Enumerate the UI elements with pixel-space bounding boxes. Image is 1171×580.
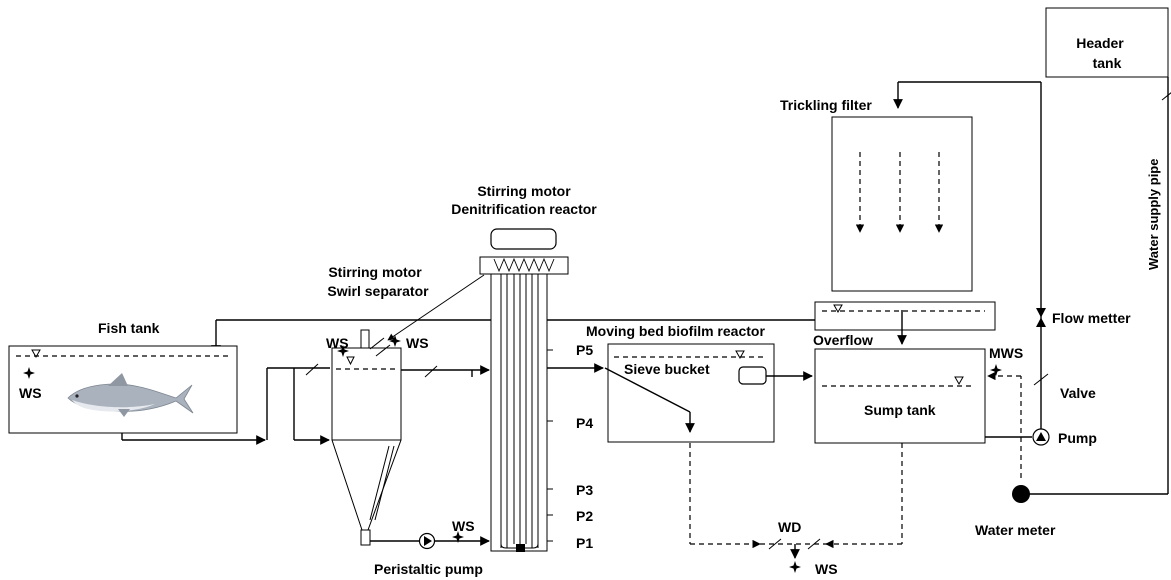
supply-pipe-tick <box>1162 92 1171 100</box>
sieve-bucket-label: Sieve bucket <box>624 361 710 377</box>
trickling-filter <box>832 117 972 291</box>
swirl-top-diagonal <box>370 338 384 349</box>
peristaltic-pump-icon <box>420 534 435 549</box>
ws-peristaltic-label: WS <box>452 518 475 534</box>
mws-label: MWS <box>989 345 1023 361</box>
denitrification-reactor <box>491 274 547 551</box>
pump-icon <box>1033 429 1049 445</box>
denit-stirring-motor <box>491 229 556 249</box>
wd-label: WD <box>778 519 801 535</box>
flow-meter-icon <box>1036 308 1046 327</box>
port-p5-label: P5 <box>576 342 593 358</box>
denitrification-reactor-label: Denitrification reactor <box>451 201 597 217</box>
swirl-outlet-valve <box>425 366 437 377</box>
overflow-label: Overflow <box>813 332 873 348</box>
sample-star-icon <box>990 364 1002 376</box>
moving-bed-biofilm-reactor <box>608 344 774 442</box>
ws-bottom-label: WS <box>815 561 838 577</box>
port-p4-label: P4 <box>576 415 593 431</box>
fish-tank-label: Fish tank <box>98 320 160 336</box>
sump-tank-label: Sump tank <box>864 402 936 418</box>
flow-meter-label: Flow metter <box>1052 310 1131 326</box>
sump-tank <box>815 349 985 443</box>
sample-star-icon <box>789 561 801 573</box>
water-meter-icon <box>1012 485 1030 503</box>
reactor-magnet <box>516 544 525 552</box>
trickling-filter-label: Trickling filter <box>780 97 872 113</box>
mbbr-label: Moving bed biofilm reactor <box>586 323 765 339</box>
water-supply-pipe-label: Water supply pipe <box>1146 159 1161 270</box>
swirl-feed-valve <box>306 364 318 375</box>
sieve-bucket <box>739 367 766 384</box>
swirl-separator <box>332 348 401 530</box>
stirring-motor-denit-label: Stirring motor <box>477 183 571 199</box>
header-tank-label-1: Header <box>1076 35 1124 51</box>
ws-swirl-left-label: WS <box>326 335 349 351</box>
port-p2-label: P2 <box>576 508 593 524</box>
swirl-separator-label: Swirl separator <box>327 283 429 299</box>
header-tank-label-2: tank <box>1093 55 1122 71</box>
stirring-motor-swirl-label: Stirring motor <box>328 264 422 280</box>
pump-label: Pump <box>1058 430 1097 446</box>
ws-fish-label: WS <box>19 385 42 401</box>
ws-swirl-right-label: WS <box>406 335 429 351</box>
sample-star-icon <box>389 335 401 347</box>
peristaltic-pump-label: Peristaltic pump <box>374 561 483 577</box>
trickling-collection-tray <box>815 302 995 330</box>
port-p1-label: P1 <box>576 535 593 551</box>
water-meter-label: Water meter <box>975 522 1056 538</box>
port-p3-label: P3 <box>576 482 593 498</box>
valve-label: Valve <box>1060 385 1096 401</box>
swirl-sludge-outlet <box>361 530 370 545</box>
